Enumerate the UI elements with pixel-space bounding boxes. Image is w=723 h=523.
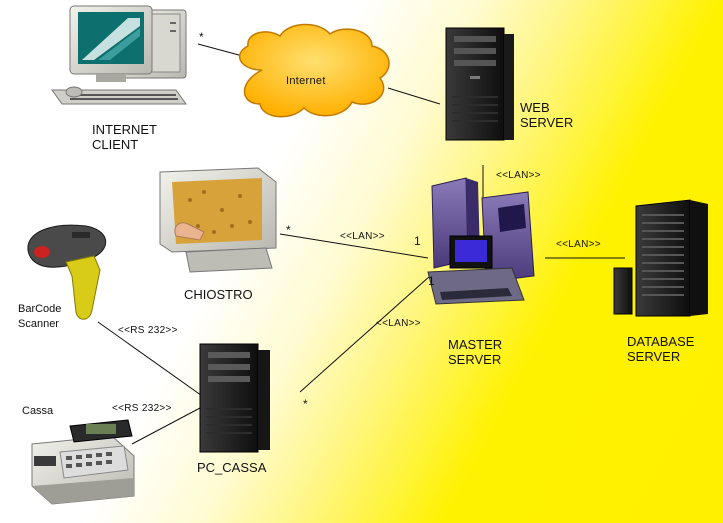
internet-client-computer-icon [51,5,187,105]
edge-label-barcode-pc: <<RS 232>> [118,325,178,336]
edge-chiostro-master [279,233,429,259]
cash-register-icon [31,419,135,505]
edge-pc-master [299,275,431,393]
edge-label-master-database: <<LAN>> [556,239,601,250]
barcode-scanner-icon [27,224,107,320]
pc-cassa-label: PC_CASSA [197,460,267,475]
edge-barcode-pc [97,321,206,399]
edge-label-cassa-pc: <<RS 232>> [112,403,172,414]
pc-cassa-tower-icon [199,343,270,453]
edge-label-pc-master: <<LAN>> [376,318,421,329]
chiostro-label: CHIOSTRO [184,287,253,302]
internet-cloud-label: Internet [286,75,326,87]
multiplicity-client: * [199,30,204,44]
edge-internet-webserver [387,87,441,105]
internet-cloud [238,23,390,118]
connection-lines [97,43,625,445]
database-server-rack-icon [613,199,708,317]
multiplicity-chiostro: * [286,223,291,237]
edge-label-web-master: <<LAN>> [496,170,541,181]
cassa-label: Cassa [22,405,54,417]
chiostro-kiosk-icon [159,167,277,273]
master-server-icon [427,177,535,305]
web-server-tower-icon [445,27,514,141]
multiplicity-master-a: 1 [414,234,421,248]
edge-label-chiostro-master: <<LAN>> [340,231,385,242]
multiplicity-master-b: 1 [428,274,435,288]
edge-cassa-pc [131,407,201,445]
multiplicity-pc: * [303,397,308,411]
